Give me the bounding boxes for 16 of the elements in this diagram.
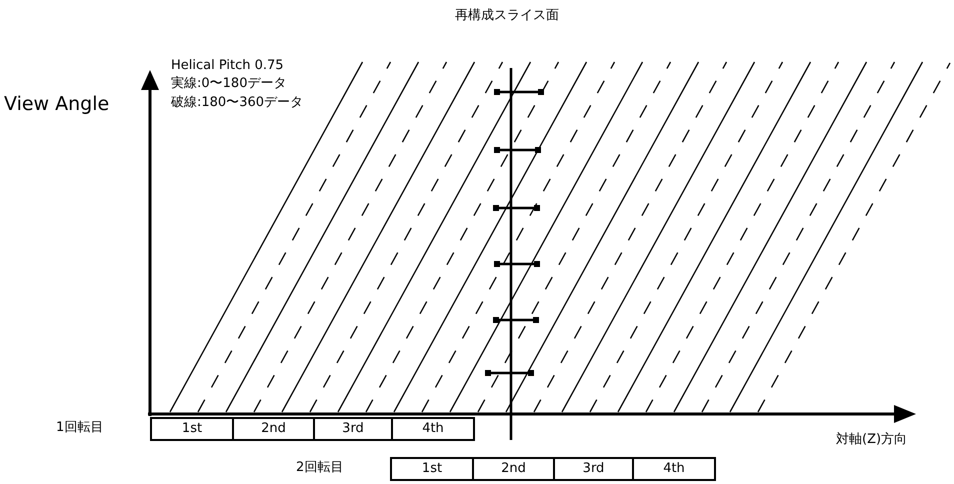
rotation-segment-box: 4th: [632, 457, 716, 481]
pitch-note: Helical Pitch 0.75: [171, 58, 284, 73]
rotation-segment-box: 3rd: [553, 457, 634, 481]
rotation-segment-box: 2nd: [472, 457, 555, 481]
rotation-segment-box: 3rd: [313, 417, 393, 441]
rotation-segment-box: 1st: [150, 417, 234, 441]
rotation-segment-box: 1st: [390, 457, 474, 481]
rotation-segment-box: 2nd: [232, 417, 315, 441]
slice-plane-label: 再構成スライス面: [455, 8, 559, 23]
rotation-label: 1回転目: [56, 420, 104, 435]
dashed-line-note: 破線:180〜360データ: [171, 95, 304, 110]
rotation-segment-box: 4th: [391, 417, 475, 441]
solid-line-note: 実線:0〜180データ: [171, 76, 286, 91]
axis-label: 対軸(Z)方向: [836, 432, 908, 447]
rotation-label: 2回転目: [296, 460, 344, 475]
axis-label: View Angle: [4, 93, 110, 115]
